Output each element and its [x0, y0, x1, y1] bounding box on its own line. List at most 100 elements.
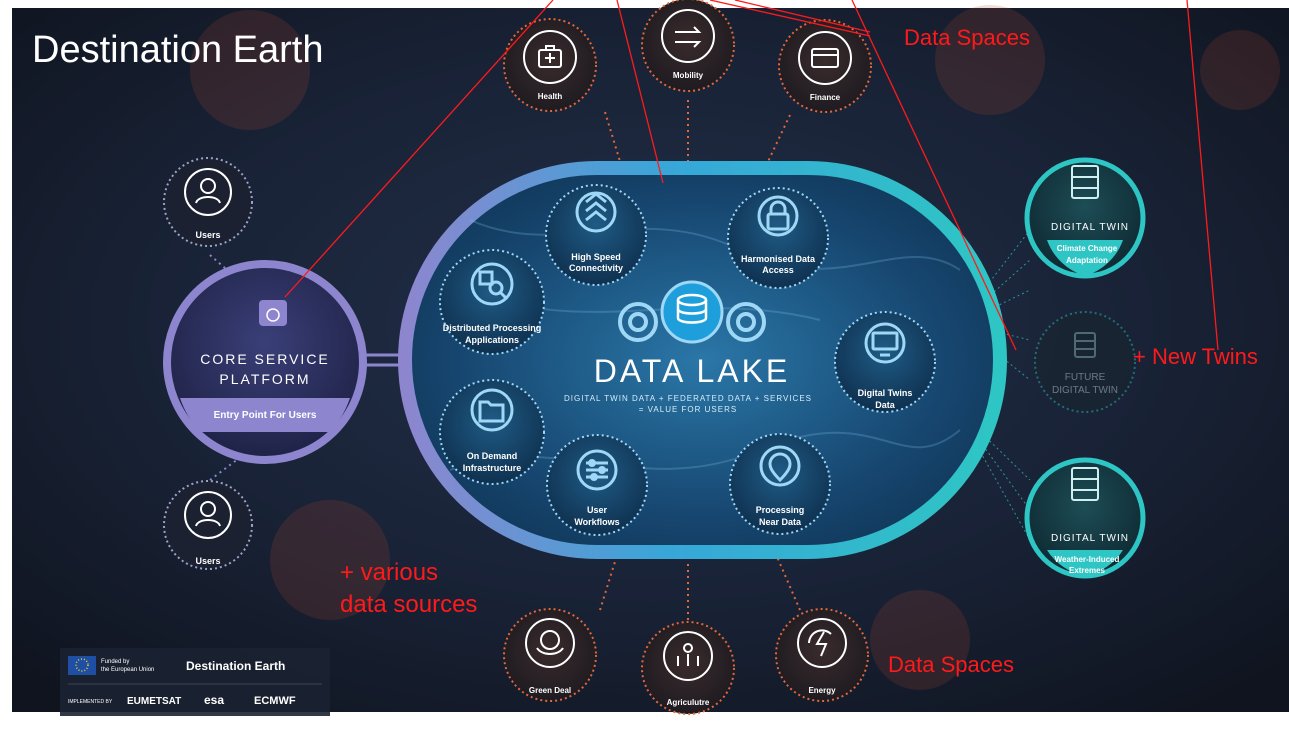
users-bottom-node: Users	[163, 480, 253, 570]
node-label-line1: Distributed Processing	[443, 323, 542, 333]
connector-lines	[599, 100, 801, 620]
lake-node-user-workflows: User Workflows	[546, 434, 648, 536]
node-label-line1: User	[587, 505, 608, 515]
brand-label: Destination Earth	[186, 659, 285, 673]
lake-node-high-speed-connectivity: High Speed Connectivity	[545, 184, 647, 286]
lake-node-digital-twins-data: Digital Twins Data	[834, 311, 936, 413]
node-label-line1: Digital Twins	[858, 388, 913, 398]
twin-line1: Weather-Induced	[1055, 555, 1120, 564]
eu-flag-icon	[68, 656, 96, 675]
node-label-line1: On Demand	[467, 451, 518, 461]
decorative-haze	[190, 5, 1280, 690]
node-label-line1: High Speed	[571, 252, 621, 262]
arrows-icon	[675, 26, 702, 48]
annotation-lines	[284, 0, 1219, 351]
data-space-mobility: Mobility	[641, 0, 735, 92]
future-twin-line2: DIGITAL TWIN	[1052, 385, 1118, 396]
node-label-line2: Connectivity	[569, 263, 623, 273]
twin-band	[1047, 550, 1123, 576]
data-space-label: Mobility	[673, 71, 704, 80]
data-space-label: Energy	[808, 686, 836, 695]
core-title-line2: PLATFORM	[219, 371, 310, 387]
server-rack-icon	[1071, 467, 1099, 501]
node-label-line2: Infrastructure	[463, 463, 522, 473]
data-lake-subtitle-line1: DIGITAL TWIN DATA + FEDERATED DATA + SER…	[564, 394, 812, 403]
credit-card-icon	[811, 48, 839, 68]
lake-node-processing-near-data: Processing Near Data	[729, 433, 831, 535]
funded-line1: Funded by	[101, 659, 129, 665]
data-space-green-deal: Green Deal	[503, 608, 597, 702]
entry-point-label: Entry Point For Users	[214, 410, 317, 421]
data-space-energy: Energy	[775, 608, 869, 702]
data-space-label: Health	[538, 92, 563, 101]
twin-line2: Extremes	[1069, 566, 1106, 575]
node-label-line2: Data	[875, 400, 896, 410]
user-connectors	[209, 254, 251, 481]
plants-icon	[677, 643, 699, 666]
eumetsat-logo: EUMETSAT	[127, 696, 181, 707]
users-top-node: Users	[163, 157, 253, 247]
implemented-by-label: IMPLEMENTED BY	[68, 699, 113, 705]
data-space-label: Green Deal	[529, 686, 571, 695]
core-service-platform: CORE SERVICE PLATFORM Entry Point For Us…	[163, 260, 367, 464]
node-label-line2: Workflows	[574, 517, 619, 527]
data-lake-title: DATA LAKE	[594, 353, 791, 389]
data-space-label: Finance	[810, 93, 841, 102]
node-label-line2: Access	[762, 265, 794, 275]
funded-line2: the European Union	[101, 667, 154, 673]
server-rack-icon	[1074, 332, 1096, 358]
entry-point-band	[180, 398, 350, 432]
sliders-icon	[576, 449, 618, 491]
esa-logo: esa	[204, 693, 224, 707]
location-pin-icon	[759, 445, 801, 487]
database-icon	[660, 280, 724, 344]
node-label-line1: Processing	[756, 505, 805, 515]
twin-line2: Adaptation	[1066, 256, 1108, 265]
node-label-line1: Harmonised Data	[741, 254, 816, 264]
funding-logos-panel: Funded by the European Union Destination…	[60, 648, 330, 716]
monitor-icon	[864, 322, 906, 364]
energy-cycle-icon	[808, 629, 832, 657]
annotation-data-spaces-top: Data Spaces	[904, 25, 1030, 50]
core-title-line1: CORE SERVICE	[200, 351, 330, 367]
search-squares-icon	[470, 262, 514, 306]
server-rack-icon	[1071, 165, 1099, 199]
data-lake-ring	[398, 161, 1007, 559]
gear-right-icon	[726, 302, 766, 342]
page-title: Destination Earth	[32, 29, 324, 71]
annotation-various-line2: data sources	[340, 591, 477, 618]
lake-node-distributed-processing: Distributed Processing Applications	[439, 249, 545, 355]
data-space-health: Health	[503, 18, 597, 112]
digital-twin-climate: DIGITAL TWIN Climate Change Adaptation	[1024, 157, 1146, 279]
twin-tag: DIGITAL TWIN	[1051, 222, 1129, 233]
twin-line1: Climate Change	[1057, 244, 1118, 253]
chevrons-up-icon	[575, 191, 617, 233]
future-twin-line1: FUTURE	[1065, 372, 1106, 383]
data-lake-subtitle-line2: = VALUE FOR USERS	[639, 405, 737, 414]
lake-node-harmonised-data-access: Harmonised Data Access	[727, 187, 829, 289]
users-label: Users	[195, 230, 220, 240]
users-label: Users	[195, 556, 220, 566]
twin-tag: DIGITAL TWIN	[1051, 533, 1129, 544]
node-label-line2: Applications	[465, 335, 519, 345]
data-space-finance: Finance	[778, 19, 872, 113]
globe-hands-icon	[536, 630, 564, 655]
twin-band	[1047, 240, 1123, 276]
annotation-various-line1: + various	[340, 559, 438, 586]
annotation-data-spaces-bottom: Data Spaces	[888, 652, 1014, 677]
ecmwf-logo: ECMWF	[254, 695, 296, 707]
user-headset-icon	[195, 178, 221, 204]
data-space-label: Agriculutre	[667, 698, 710, 707]
folders-icon	[470, 388, 514, 432]
browser-globe-icon	[259, 300, 287, 326]
medkit-icon	[538, 45, 562, 68]
future-digital-twin: FUTURE DIGITAL TWIN	[1034, 311, 1136, 413]
data-space-agriculture: Agriculutre	[641, 621, 735, 715]
lock-gear-icon	[757, 195, 799, 237]
annotation-new-twins: + New Twins	[1133, 344, 1258, 369]
lake-node-on-demand-infrastructure: On Demand Infrastructure	[439, 379, 545, 485]
digital-twin-weather: DIGITAL TWIN Weather-Induced Extremes	[1024, 457, 1146, 579]
user-headset-icon	[195, 501, 221, 527]
node-label-line2: Near Data	[759, 517, 802, 527]
